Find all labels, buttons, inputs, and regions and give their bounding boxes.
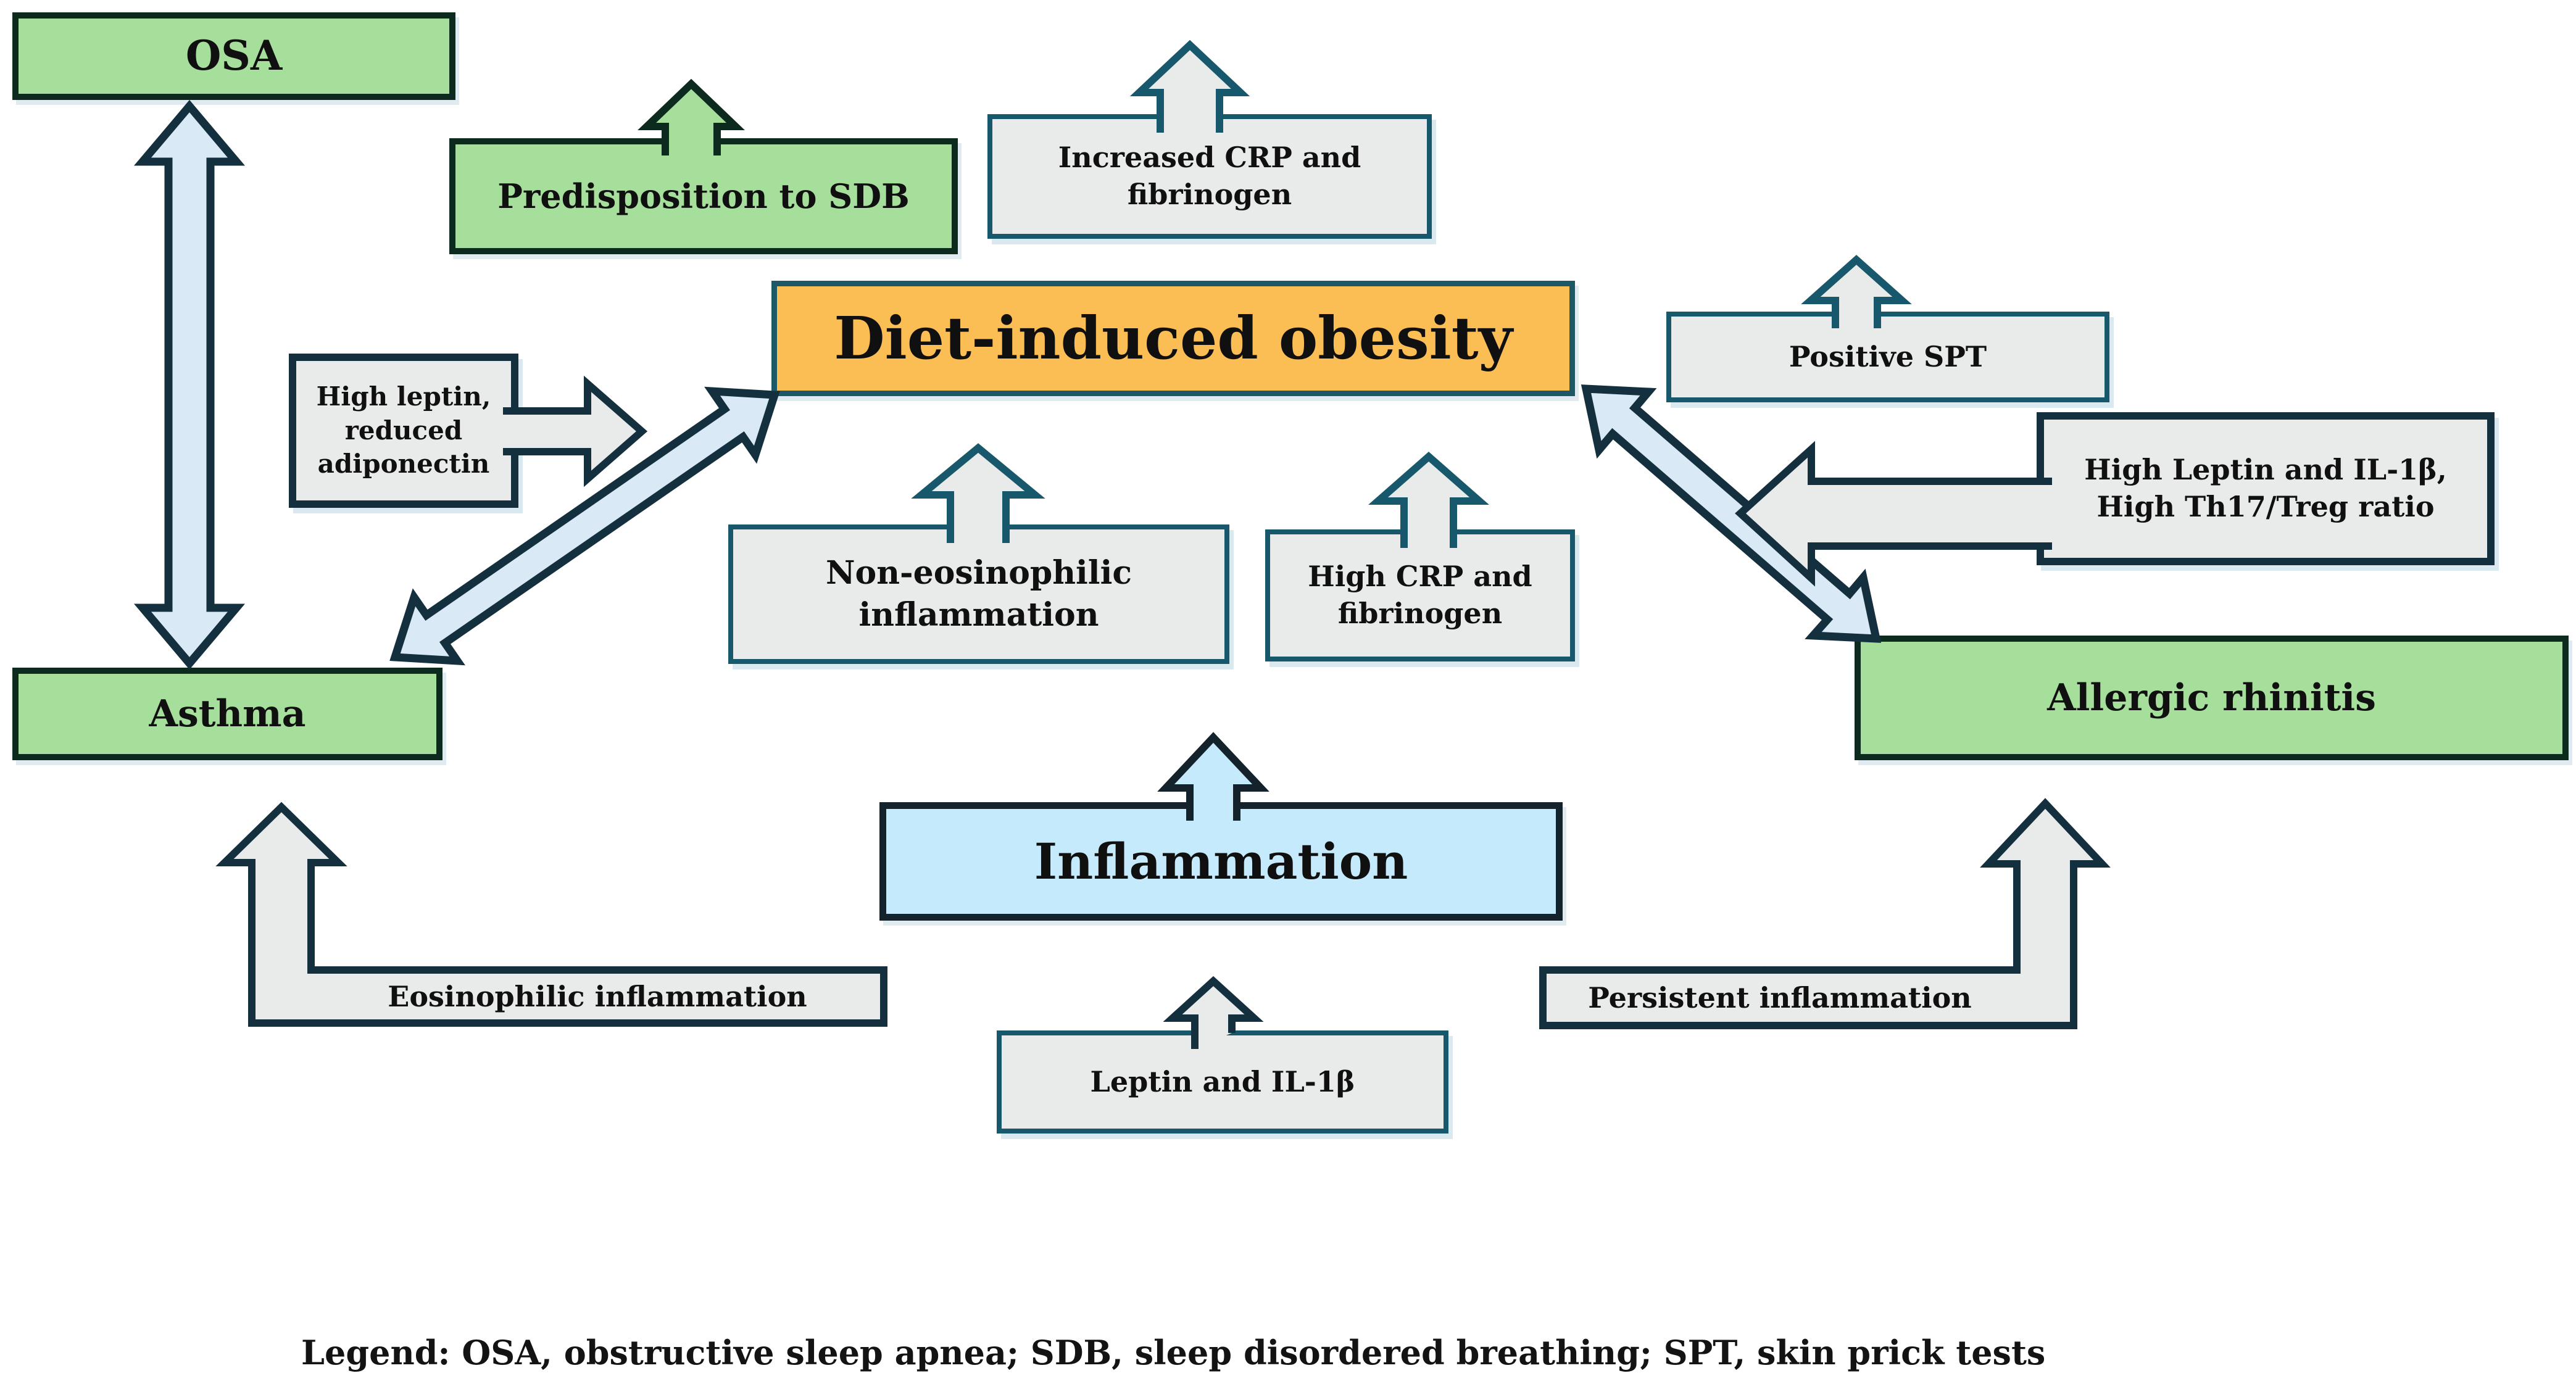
label-persistent-text: Persistent inflammation	[1588, 981, 1972, 1014]
node-diet-induced-obesity-label: Diet-induced obesity	[834, 304, 1513, 373]
node-positive-spt-label: Positive SPT	[1789, 339, 1987, 373]
node-high-leptin-line3: adiponectin	[317, 449, 490, 479]
node-non-eos-line2: inflammation	[858, 596, 1099, 634]
label-eosinophilic-inflammation: Eosinophilic inflammation	[311, 970, 884, 1023]
node-non-eosinophilic-inflammation: Non-eosinophilic inflammation	[728, 524, 1229, 664]
node-high-leptin-reduced-adiponectin: High leptin, reduced adiponectin	[289, 354, 518, 508]
node-allergic-rhinitis: Allergic rhinitis	[1855, 636, 2569, 760]
node-leptin-il1b-label: Leptin and IL-1β	[1090, 1064, 1355, 1098]
arrow-left-high-leptin-il1b	[1735, 441, 2052, 587]
node-asthma-label: Asthma	[149, 692, 306, 736]
node-osa: OSA	[12, 12, 455, 100]
node-positive-spt: Positive SPT	[1666, 312, 2109, 402]
node-predisposition-sdb: Predisposition to SDB	[449, 138, 958, 254]
node-predisposition-sdb-label: Predisposition to SDB	[497, 176, 910, 216]
node-increased-crp-line1: Increased CRP and	[1058, 141, 1361, 175]
node-high-leptin-il1b-line2: High Th17/Treg ratio	[2096, 490, 2435, 523]
arrow-right-high-leptin	[503, 375, 648, 487]
node-inflammation: Inflammation	[879, 802, 1563, 921]
node-increased-crp: Increased CRP and fibrinogen	[987, 114, 1432, 239]
legend-text: Legend: OSA, obstructive sleep apnea; SD…	[301, 1333, 2046, 1372]
node-high-crp-line2: fibrinogen	[1337, 597, 1503, 630]
node-diet-induced-obesity: Diet-induced obesity	[771, 281, 1575, 396]
node-high-crp-fibrinogen: High CRP and fibrinogen	[1265, 529, 1575, 661]
node-high-leptin-line1: High leptin,	[316, 381, 491, 412]
node-high-crp-line1: High CRP and	[1308, 560, 1532, 594]
arrow-osa-asthma-bidirectional	[134, 99, 245, 670]
node-leptin-il1b: Leptin and IL-1β	[997, 1030, 1448, 1134]
node-allergic-rhinitis-label: Allergic rhinitis	[2047, 676, 2376, 719]
node-high-leptin-line2: reduced	[344, 415, 463, 446]
node-increased-crp-line2: fibrinogen	[1127, 178, 1292, 211]
label-persistent-inflammation: Persistent inflammation	[1543, 970, 2017, 1026]
label-eosinophilic-text: Eosinophilic inflammation	[388, 980, 807, 1013]
node-high-leptin-il1b: High Leptin and IL-1β, High Th17/Treg ra…	[2037, 412, 2495, 565]
node-non-eos-line1: Non-eosinophilic	[826, 554, 1132, 592]
node-osa-label: OSA	[185, 31, 283, 80]
node-asthma: Asthma	[12, 668, 442, 760]
arrow-obesity-rhinitis-bidirectional	[1581, 384, 1882, 643]
node-high-leptin-il1b-line1: High Leptin and IL-1β,	[2084, 453, 2447, 487]
node-inflammation-label: Inflammation	[1034, 832, 1408, 890]
